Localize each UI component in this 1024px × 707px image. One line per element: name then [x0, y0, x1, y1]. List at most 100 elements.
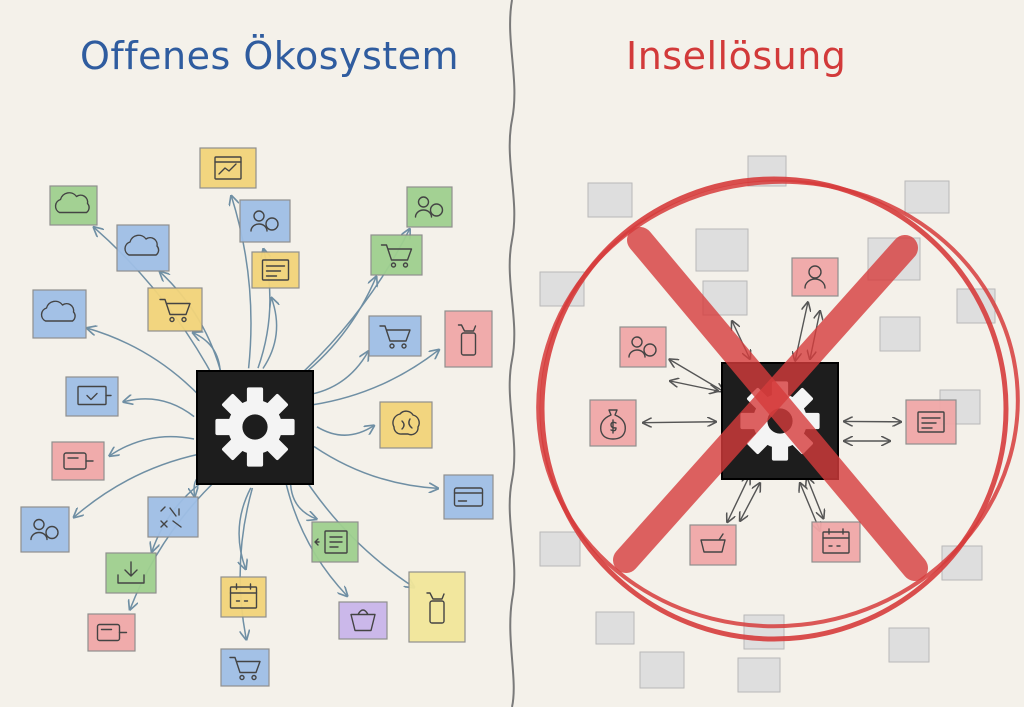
faded-tile: [539, 531, 581, 567]
connection-arrow: [240, 487, 254, 640]
partner-tile: [32, 289, 87, 339]
connection-arrow: [284, 480, 347, 596]
partner-tile: [444, 310, 493, 368]
connection-arrow: [74, 453, 200, 517]
connection-arrow: [239, 487, 252, 569]
card-icon: [453, 487, 484, 507]
cloud-icon: [40, 300, 76, 322]
connection-arrow: [87, 328, 202, 399]
divider-line: [508, 0, 516, 707]
calendar-icon: [822, 528, 850, 554]
partner-tile: [370, 234, 423, 276]
central-hub: [196, 370, 314, 485]
partner-tile: [379, 401, 433, 449]
faded-tile: [639, 651, 685, 689]
formula-icon: [160, 506, 182, 528]
isolated-tile: [905, 399, 957, 445]
mobile-cart-icon: [426, 592, 445, 624]
faded-tile: [879, 316, 921, 352]
connection-arrow: [231, 196, 252, 369]
cross-out-mark: [536, 176, 1020, 642]
limited-arrow: [670, 381, 718, 391]
chart-window-icon: [214, 156, 242, 180]
partner-tile: [220, 648, 270, 687]
gear-icon: [215, 387, 295, 467]
connection-arrow: [313, 445, 438, 488]
cloud-icon: [124, 234, 160, 256]
faded-tile: [904, 180, 950, 214]
connection-arrow: [316, 426, 374, 436]
isolated-tile: [619, 326, 667, 368]
limited-arrow: [727, 476, 749, 523]
isolated-tiles: [589, 257, 957, 566]
partner-tile: [49, 185, 98, 226]
connection-arrow: [109, 435, 195, 456]
partner-tile: [147, 287, 203, 332]
circle-stroke-2: [536, 179, 1020, 629]
brain-icon: [392, 410, 420, 436]
partner-tile: [311, 521, 359, 563]
list-icon: [314, 530, 348, 554]
people-icon: [628, 336, 657, 358]
faded-tile: [695, 228, 749, 272]
tag-icon: [63, 452, 94, 470]
connection-arrow: [123, 399, 195, 418]
isolated-tile: [689, 524, 737, 566]
shopping-cart-icon: [159, 298, 191, 323]
document-icon: [917, 411, 945, 433]
faded-tile: [737, 657, 781, 693]
people-icon: [250, 210, 279, 232]
circle-stroke-1: [539, 176, 1009, 642]
faded-tile: [587, 182, 633, 218]
document-icon: [261, 259, 290, 281]
isolated-tile: [791, 257, 839, 297]
people-icon: [30, 518, 59, 541]
cross-stroke-2: [613, 235, 918, 573]
partner-tile: [443, 474, 494, 520]
partner-tile: [406, 186, 453, 228]
basket-icon: [700, 533, 726, 553]
connection-arrow: [262, 298, 277, 369]
people-icon: [414, 196, 444, 218]
limited-arrow: [643, 422, 716, 423]
download-icon: [117, 561, 145, 584]
shopping-cart-icon: [380, 244, 413, 268]
shopping-cart-icon: [379, 325, 411, 349]
faded-tile: [595, 611, 635, 645]
tag-icon: [96, 623, 128, 642]
isolated-tile: [589, 399, 637, 447]
partner-tile: [408, 571, 466, 643]
person-icon: [804, 265, 826, 289]
connection-arrow: [306, 351, 368, 396]
faded-tile: [743, 614, 785, 650]
partner-tile: [116, 224, 170, 272]
partner-tile: [87, 613, 136, 652]
partner-tile: [105, 552, 157, 594]
bag-icon: [350, 609, 376, 632]
faded-tile: [888, 627, 930, 663]
partner-tile: [368, 315, 422, 357]
monitor-icon: [77, 385, 112, 406]
connection-arrow: [293, 277, 376, 383]
faded-tiles: [539, 155, 996, 693]
connection-arrow: [312, 350, 439, 406]
partner-tile: [251, 251, 300, 289]
mobile-cart-icon: [457, 324, 477, 356]
partner-tile: [51, 441, 105, 481]
partner-tile: [20, 506, 70, 553]
partner-tile: [199, 147, 257, 189]
isolated-tile: [811, 521, 861, 563]
partner-tile: [338, 601, 388, 640]
partner-tile: [65, 376, 119, 417]
title-open-ecosystem: Offenes Ökosystem: [80, 34, 460, 78]
limited-arrow: [740, 483, 760, 521]
partner-tile: [239, 199, 291, 243]
limited-arrow: [807, 477, 824, 518]
shopping-cart-icon: [229, 656, 261, 681]
partner-tiles: [20, 147, 494, 687]
calendar-icon: [229, 583, 258, 609]
title-isolated-solution: Insellösung: [626, 34, 847, 78]
money-bag-icon: [600, 409, 626, 440]
